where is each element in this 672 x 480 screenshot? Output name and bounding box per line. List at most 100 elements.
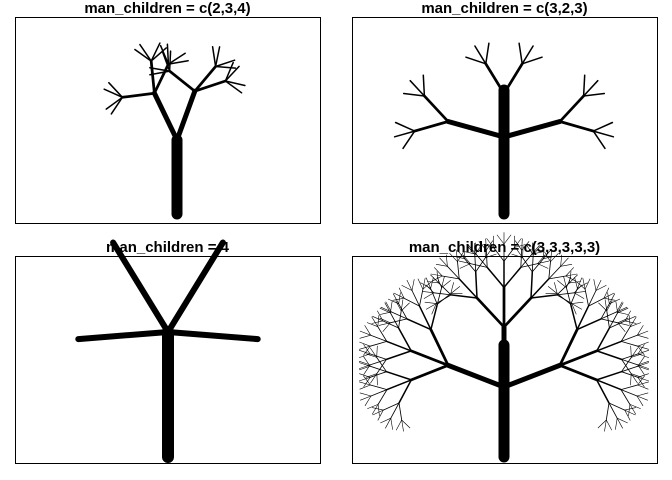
tree-4-branch bbox=[637, 375, 645, 386]
tree-4-branch bbox=[359, 381, 371, 386]
tree-4-branch bbox=[526, 245, 534, 255]
tree-4-branch bbox=[532, 245, 541, 255]
tree-4-branch bbox=[424, 301, 437, 304]
tree-4-branch bbox=[430, 303, 439, 331]
tree-4-branch bbox=[620, 389, 638, 397]
tree-4-branch bbox=[570, 287, 578, 305]
tree-4-branch bbox=[406, 318, 432, 331]
tree-4-branch bbox=[621, 371, 639, 378]
tree-4-branch bbox=[359, 334, 372, 339]
tree-1-branch bbox=[139, 43, 152, 62]
tree-4-branch bbox=[433, 292, 452, 296]
tree-4-branch bbox=[455, 250, 458, 263]
tree-4-branch bbox=[637, 341, 649, 347]
tree-1-branch bbox=[150, 47, 167, 62]
tree-4-branch bbox=[392, 293, 400, 305]
tree-2-branch bbox=[521, 56, 543, 65]
tree-2-branch bbox=[485, 42, 490, 65]
tree-1-branch bbox=[193, 79, 227, 93]
tree-4-branch bbox=[521, 238, 523, 251]
tree-4-branch bbox=[568, 271, 572, 284]
tree-4-branch bbox=[425, 277, 431, 289]
tree-4-branch bbox=[530, 294, 558, 299]
tree-4-branch bbox=[548, 261, 551, 280]
tree-4-branch bbox=[434, 267, 443, 277]
tree-4-branch bbox=[532, 243, 535, 255]
tree-4-branch bbox=[417, 278, 424, 290]
tree-1-branch bbox=[149, 66, 171, 72]
tree-4-branch bbox=[574, 277, 578, 289]
tree-4-branch bbox=[462, 254, 471, 264]
tree-4-branch bbox=[511, 253, 523, 259]
tree-4-branch bbox=[439, 257, 448, 267]
tree-4-branch bbox=[624, 409, 636, 416]
tree-4-branch bbox=[608, 402, 618, 419]
tree-4-branch bbox=[637, 376, 645, 388]
tree-4-branch bbox=[636, 392, 649, 397]
tree-2-branch bbox=[393, 130, 416, 138]
tree-4-branch bbox=[600, 311, 618, 320]
tree-4-branch bbox=[543, 255, 555, 260]
tree-4-branch bbox=[358, 349, 371, 355]
tree-4-branch bbox=[485, 249, 488, 268]
tree-4-branch bbox=[363, 376, 371, 388]
tree-4-branch bbox=[370, 334, 388, 342]
tree-4-branch bbox=[427, 281, 440, 284]
tree-4-branch bbox=[458, 278, 478, 299]
tree-4-branch bbox=[537, 263, 549, 269]
tree-4-branch bbox=[365, 373, 378, 378]
tree-4-branch bbox=[411, 279, 415, 291]
tree-4-branch bbox=[422, 281, 432, 290]
tree-4-branch bbox=[398, 310, 402, 329]
tree-4-branch bbox=[398, 292, 401, 305]
tree-4-branch bbox=[376, 345, 378, 358]
tree-4-branch bbox=[550, 253, 559, 263]
tree-4-branch bbox=[615, 417, 618, 430]
tree-4-branch bbox=[398, 402, 403, 421]
tree-4-branch bbox=[457, 251, 464, 263]
tree-4-branch bbox=[556, 293, 572, 305]
tree-4-branch bbox=[406, 279, 413, 291]
tree-1-branch bbox=[214, 65, 237, 69]
tree-4-branch bbox=[390, 417, 393, 430]
tree-4-branch bbox=[359, 384, 371, 390]
tree-4-branch bbox=[600, 303, 610, 320]
tree-3-branch bbox=[165, 239, 226, 335]
tree-4-branch bbox=[358, 353, 371, 358]
tree-4-branch bbox=[607, 292, 610, 305]
tree-4-branch bbox=[636, 395, 648, 401]
tree-4-branch bbox=[604, 419, 607, 432]
tree-4-branch bbox=[603, 287, 610, 299]
tree-4-branch bbox=[620, 389, 631, 405]
tree-4-branch bbox=[595, 285, 607, 291]
tree-1-branch bbox=[168, 69, 197, 93]
tree-4-branch bbox=[382, 402, 400, 411]
tree-4-branch bbox=[379, 317, 391, 324]
tree-4-branch bbox=[558, 349, 599, 367]
tree-4-branch bbox=[372, 409, 384, 416]
tree-4-branch bbox=[637, 362, 650, 367]
tree-4-branch bbox=[385, 370, 413, 381]
tree-4-branch bbox=[364, 325, 372, 336]
tree-4-branch bbox=[596, 350, 623, 361]
tree-4-branch bbox=[398, 303, 408, 320]
tree-1-branch bbox=[167, 59, 189, 65]
tree-4-branch bbox=[514, 240, 523, 251]
tree-4-branch bbox=[485, 253, 497, 259]
tree-1-branch bbox=[121, 91, 156, 99]
tree-4-branch bbox=[560, 263, 573, 267]
tree-4-branch bbox=[431, 303, 437, 315]
tree-1-branch bbox=[168, 50, 172, 72]
tree-4-branch bbox=[604, 299, 608, 312]
tree-4-branch bbox=[358, 364, 371, 369]
tree-4-branch bbox=[445, 362, 507, 390]
tree-4-branch bbox=[430, 274, 440, 284]
tree-4-branch bbox=[637, 384, 649, 390]
tree-4-branch bbox=[573, 292, 585, 299]
tree-4-branch bbox=[571, 303, 583, 310]
tree-4-branch bbox=[558, 363, 599, 382]
tree-4-branch bbox=[371, 316, 379, 328]
tree-4-branch bbox=[377, 404, 380, 417]
tree-4-branch bbox=[389, 312, 400, 329]
tree-4-branch bbox=[446, 265, 460, 280]
